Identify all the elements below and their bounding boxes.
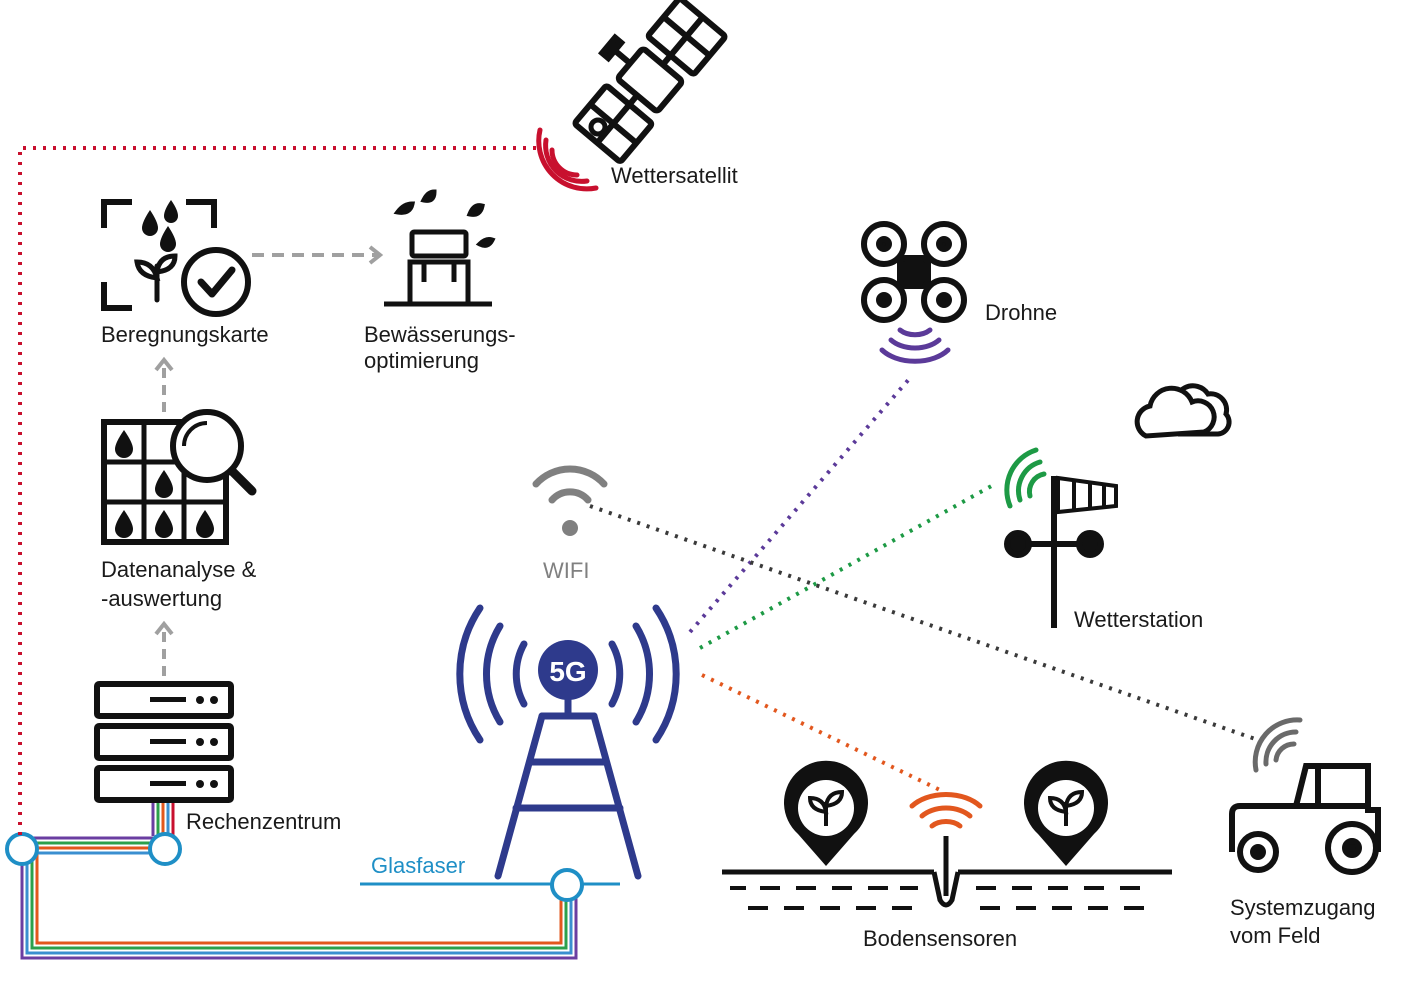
weather-station-link [699,482,996,650]
label-systemzugang-line1: Systemzugang [1230,895,1376,920]
plant-pin-icon [784,760,868,866]
drone-signal-icon [879,327,951,364]
plant-pin-icon [1024,760,1109,866]
label-wettersatellit: Wettersatellit [611,163,738,188]
5g-badge-text: 5G [549,656,586,687]
flow-arrow-analysis-to-map [154,356,174,412]
label-rechenzentrum: Rechenzentrum [186,809,342,834]
fiber-node-tower [550,868,584,902]
label-beregnungskarte: Beregnungskarte [101,322,269,347]
fiber-node-left [5,832,39,866]
weather-station-icon [1004,475,1118,628]
irrigation-map-icon [101,199,251,317]
5g-tower-icon [456,604,680,880]
fiber-bundle [20,800,578,960]
satellite-icon [572,0,728,164]
soil-sensor-signal-icon [909,791,983,829]
label-datenanalyse-line2: -auswertung [101,586,223,611]
drone-link [688,376,912,634]
label-drohne: Drohne [985,300,1058,325]
sprinkler-icon [384,189,496,307]
magnifier-icon [170,409,257,496]
label-wetterstation: Wetterstation [1074,607,1204,632]
drone-icon [861,221,967,323]
satellite-signal-icon [536,127,599,192]
weather-station-signal-icon [1004,447,1047,509]
label-bodensensoren: Bodensensoren [863,926,1018,951]
label-systemzugang-line2: vom Feld [1230,923,1321,948]
satellite-dish-icon [588,117,608,137]
flow-arrow-map-to-sprinkler [252,245,384,265]
cloud-icon [1134,383,1232,439]
soil-ground-icon [722,836,1172,910]
soil-sensor-link [701,673,941,792]
wifi-icon [532,465,608,536]
tractor-signal-icon [1252,717,1303,773]
label-wifi: WIFI [543,558,590,583]
label-datenanalyse-line1: Datenanalyse & [101,557,257,582]
fiber-node-server [148,832,182,866]
flow-arrow-server-to-analysis [154,620,174,676]
tractor-icon [1229,763,1381,875]
label-bewaesserung-line2: optimierung [364,348,479,373]
label-bewaesserung-line1: Bewässerungs- [364,322,516,347]
5g-badge [538,640,598,700]
server-rack-icon [94,681,234,803]
label-glasfaser: Glasfaser [371,853,466,878]
